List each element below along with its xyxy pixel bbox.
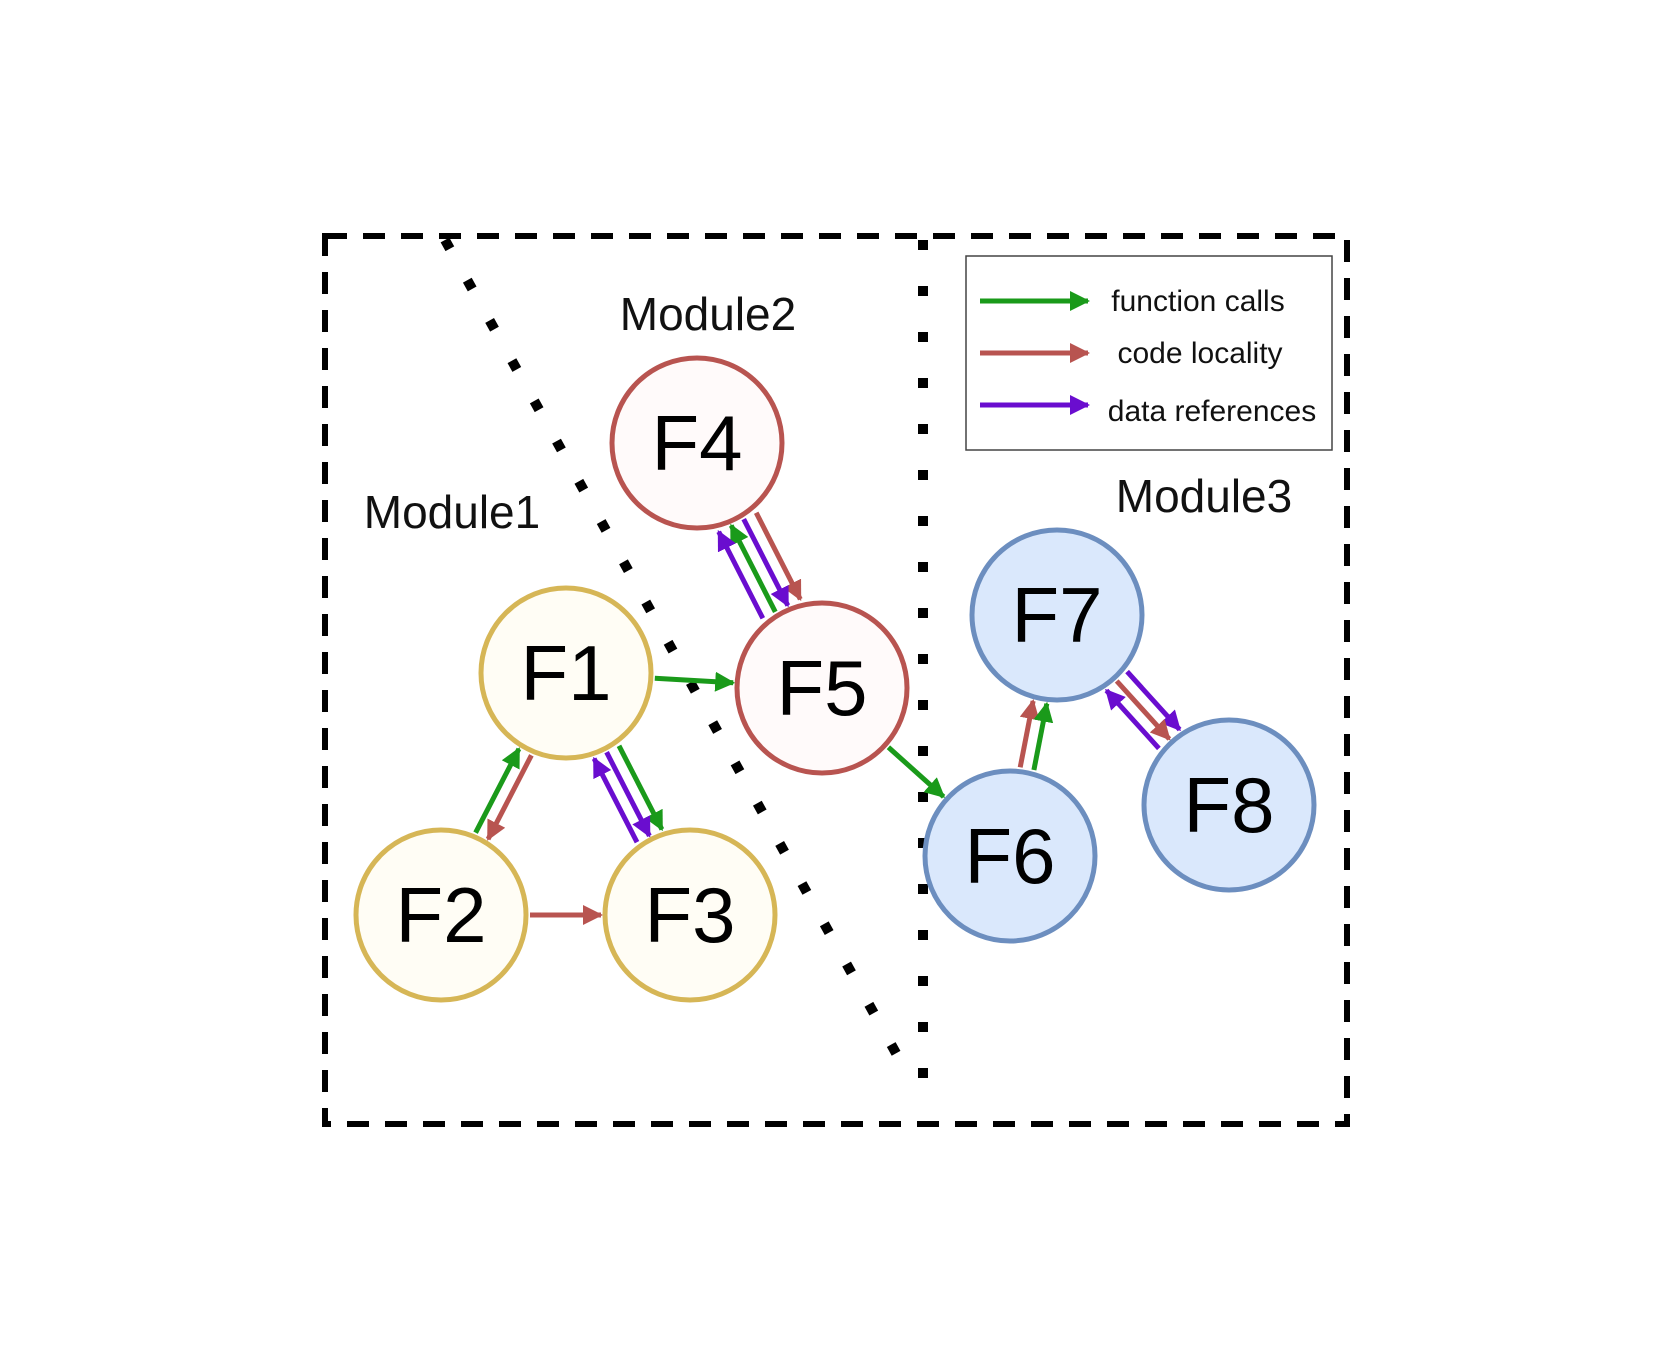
node-label: F8 bbox=[1183, 761, 1274, 849]
node-circle bbox=[969, 527, 1145, 703]
node-circle bbox=[353, 827, 529, 1003]
node-F5: F5 bbox=[734, 600, 910, 776]
node-label: F7 bbox=[1011, 571, 1102, 659]
node-label: F2 bbox=[395, 871, 486, 959]
node-circle bbox=[609, 355, 785, 531]
edge-F3-F1-data-references bbox=[591, 756, 640, 844]
node-label: F1 bbox=[520, 629, 611, 717]
module1-label: Module1 bbox=[364, 486, 540, 538]
legend-label-code-locality: code locality bbox=[1117, 337, 1282, 370]
edge-F2-F1-function-calls bbox=[473, 747, 522, 834]
edge-F7-F8-data-references bbox=[1125, 669, 1182, 732]
edges-layer bbox=[473, 511, 1182, 925]
module2-label: Module2 bbox=[620, 288, 796, 340]
edge-F1-F3-function-calls bbox=[616, 744, 665, 832]
edge-F4-F5-data-references bbox=[741, 517, 791, 608]
edge-F5-F6-function-calls bbox=[886, 745, 946, 799]
node-circle bbox=[1141, 717, 1317, 893]
edge-F8-F7-data-references bbox=[1104, 688, 1161, 751]
node-F8: F8 bbox=[1141, 717, 1317, 893]
edge-F6-F7-code-locality bbox=[1017, 699, 1040, 768]
node-circle bbox=[922, 768, 1098, 944]
edge-F1-F5-function-calls bbox=[654, 671, 736, 692]
node-F3: F3 bbox=[602, 827, 778, 1003]
node-F2: F2 bbox=[353, 827, 529, 1003]
edge-F1-F3-data-references bbox=[604, 751, 652, 838]
node-F1: F1 bbox=[478, 585, 654, 761]
module3-label: Module3 bbox=[1116, 470, 1292, 522]
legend: function calls code locality data refere… bbox=[965, 255, 1333, 451]
legend-label-function-calls: function calls bbox=[1111, 285, 1284, 318]
edge-F5-F4-data-references bbox=[716, 530, 766, 620]
node-circle bbox=[734, 600, 910, 776]
legend-label-data-references: data references bbox=[1108, 395, 1316, 428]
node-circle bbox=[478, 585, 654, 761]
node-label: F3 bbox=[644, 871, 735, 959]
node-label: F4 bbox=[651, 399, 742, 487]
node-circle bbox=[602, 827, 778, 1003]
node-F6: F6 bbox=[922, 768, 1098, 944]
node-label: F5 bbox=[776, 644, 867, 732]
outer-dashed-boundary bbox=[322, 233, 1350, 1127]
edge-F4-F5-code-locality bbox=[753, 511, 803, 601]
node-label: F6 bbox=[964, 812, 1055, 900]
node-F7: F7 bbox=[969, 527, 1145, 703]
edge-F5-F4-function-calls bbox=[728, 523, 778, 614]
edge-F6-F7-function-calls bbox=[1031, 701, 1054, 771]
edge-F1-F2-code-locality bbox=[485, 754, 534, 841]
node-F4: F4 bbox=[609, 355, 785, 531]
